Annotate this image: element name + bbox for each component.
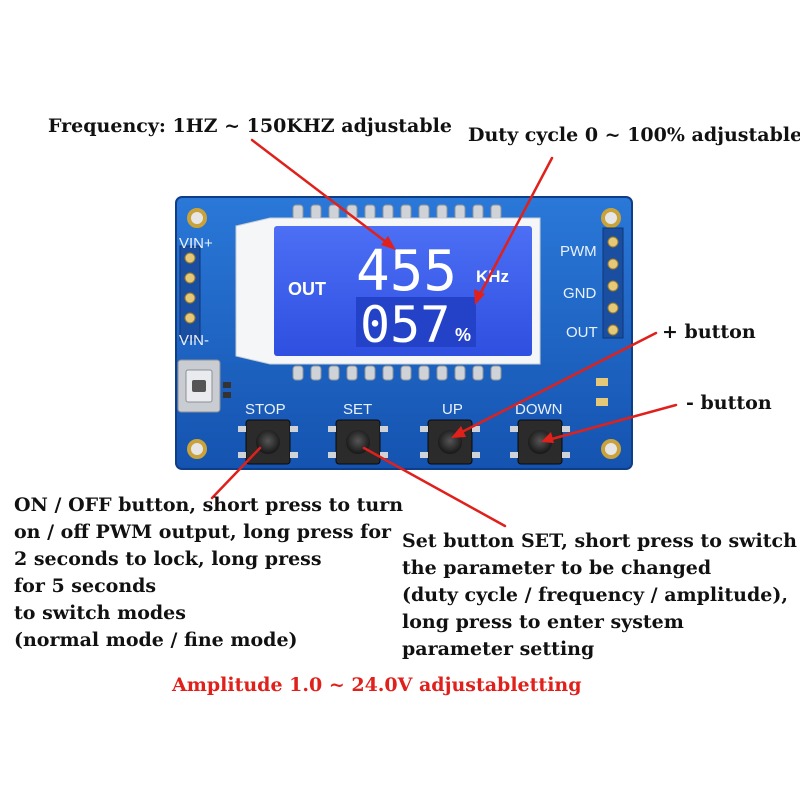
minus-button-arrowhead bbox=[541, 432, 554, 443]
down-button[interactable] bbox=[510, 419, 570, 465]
mounting-holes bbox=[187, 208, 621, 459]
onoff-button-arrow bbox=[210, 446, 262, 500]
set-caption-line: the parameter to be changed bbox=[402, 557, 712, 579]
onoff-caption-line: (normal mode / fine mode) bbox=[14, 629, 298, 651]
onoff-caption-line: to switch modes bbox=[14, 602, 186, 624]
plus-button-arrow bbox=[456, 331, 658, 436]
lcd-duty-highlight bbox=[356, 297, 476, 347]
minus-button-arrow bbox=[546, 403, 678, 442]
frequency-caption: Frequency: 1HZ ~ 150KHZ adjustable bbox=[48, 115, 452, 137]
amplitude-caption: Amplitude 1.0 ~ 24.0V adjustabletting bbox=[172, 674, 582, 696]
onoff-caption-line: on / off PWM output, long press for bbox=[14, 521, 392, 543]
duty-arrowhead bbox=[474, 289, 485, 305]
onoff-caption-line: ON / OFF button, short press to turn bbox=[14, 494, 404, 516]
micro-usb-port bbox=[177, 359, 221, 413]
lcd-out-label: OUT bbox=[288, 279, 326, 299]
output-header bbox=[602, 227, 624, 339]
plus-button-arrowhead bbox=[451, 426, 466, 438]
duty-arrow bbox=[476, 156, 554, 300]
up-button-label: UP bbox=[442, 401, 463, 418]
set-caption-line: (duty cycle / frequency / amplitude), bbox=[402, 584, 788, 606]
onoff-caption-line: for 5 seconds bbox=[14, 575, 157, 597]
plus-button-caption: + button bbox=[662, 321, 756, 343]
vin-minus-label: VIN- bbox=[179, 332, 209, 349]
frequency-arrowhead bbox=[381, 236, 396, 250]
out-pin-label: OUT bbox=[566, 324, 598, 341]
set-button-caption: Set button SET, short press to switch th… bbox=[402, 528, 797, 663]
smd-components bbox=[223, 378, 608, 406]
onoff-button-caption: ON / OFF button, short press to turn on … bbox=[14, 492, 403, 654]
lcd-duty-percent: % bbox=[455, 325, 471, 345]
down-button-label: DOWN bbox=[515, 401, 563, 418]
lcd-frequency-value: 455 bbox=[356, 239, 457, 304]
stop-button[interactable] bbox=[238, 419, 298, 465]
onoff-caption-line: 2 seconds to lock, long press bbox=[14, 548, 322, 570]
gnd-pin-label: GND bbox=[563, 285, 597, 302]
pwm-pin-label: PWM bbox=[560, 243, 597, 260]
set-caption-line: Set button SET, short press to switch bbox=[402, 530, 797, 552]
set-button-arrow bbox=[362, 446, 507, 528]
duty-cycle-caption: Duty cycle 0 ~ 100% adjustable bbox=[468, 124, 800, 146]
vin-plus-label: VIN+ bbox=[179, 235, 213, 252]
lcd-frequency-unit: KHz bbox=[476, 267, 509, 286]
lcd-duty-value: 057 bbox=[360, 296, 450, 354]
lcd-bottom-pins bbox=[292, 365, 502, 381]
set-caption-line: long press to enter system bbox=[402, 611, 684, 633]
vin-header bbox=[179, 245, 201, 341]
stop-button-label: STOP bbox=[245, 401, 286, 418]
minus-button-caption: - button bbox=[686, 392, 772, 414]
frequency-arrow bbox=[250, 138, 392, 247]
set-caption-line: parameter setting bbox=[402, 638, 595, 660]
set-button-label: SET bbox=[343, 401, 372, 418]
